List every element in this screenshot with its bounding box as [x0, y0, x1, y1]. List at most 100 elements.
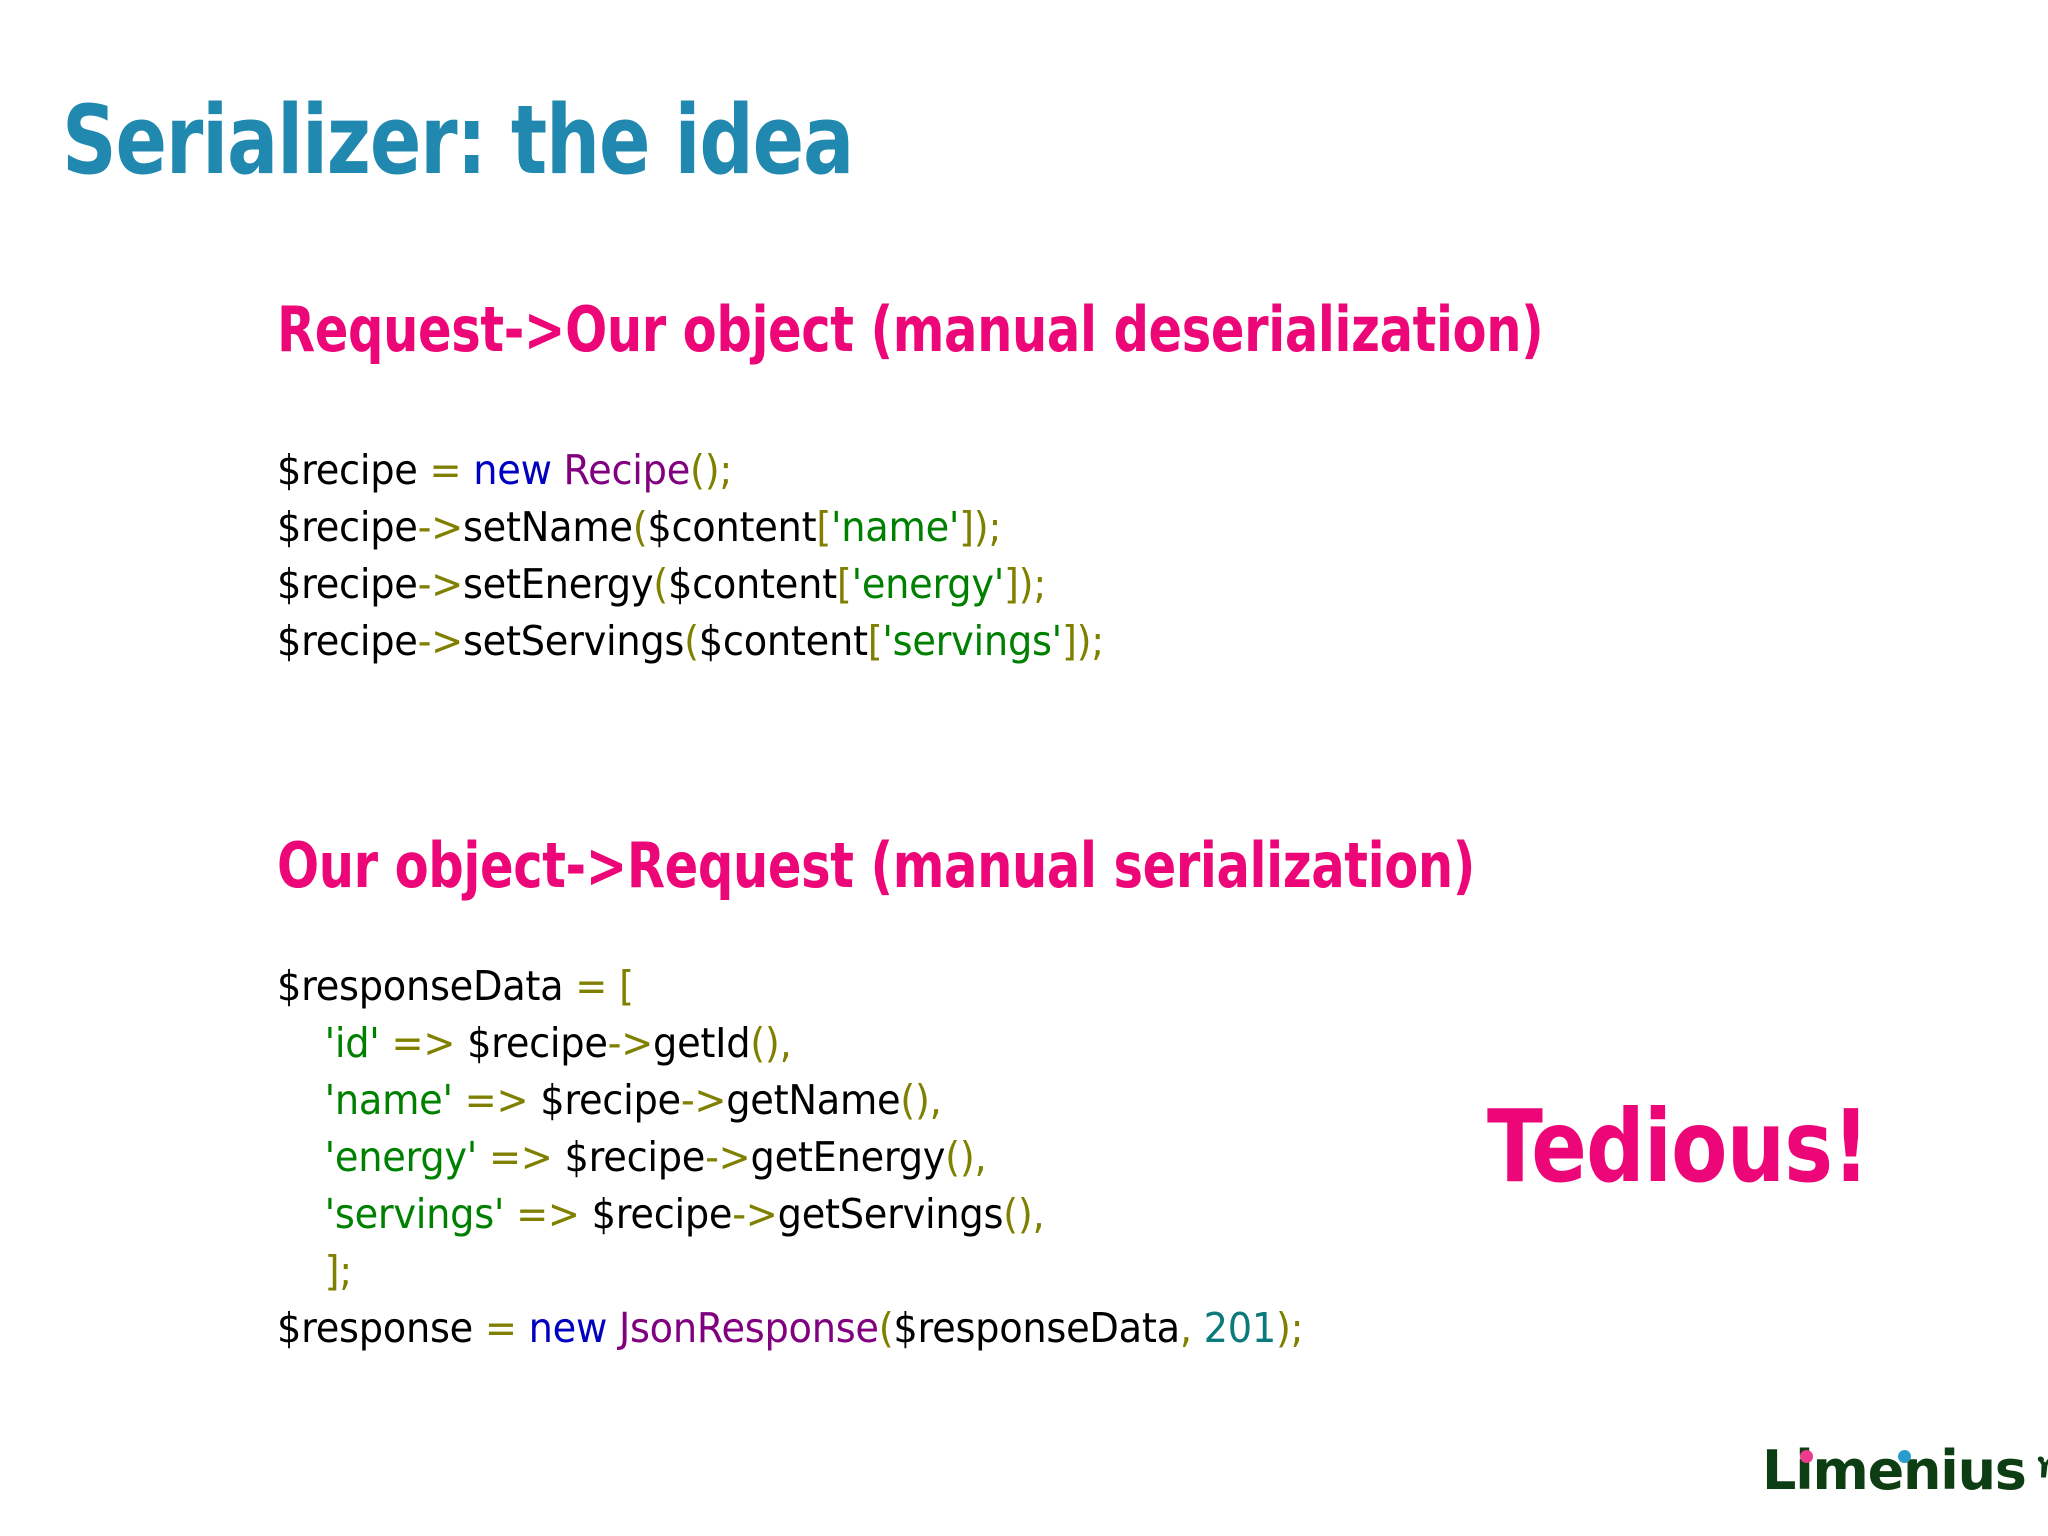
code-token: 'energy' [851, 560, 1005, 608]
code-token: 'id' [324, 1019, 380, 1067]
tedious-callout: Tedious! [1487, 1088, 1870, 1205]
code-token: $content [698, 617, 868, 665]
code-token: => [464, 1076, 529, 1124]
code-line: 'energy' => $recipe->getEnergy(), [277, 1129, 1303, 1186]
code-token: -> [417, 503, 464, 551]
code-token: 'name' [831, 503, 960, 551]
code-token: (); [690, 446, 733, 494]
code-line: 'name' => $recipe->getName(), [277, 1072, 1303, 1129]
code-token: -> [732, 1190, 778, 1238]
page-title: Serializer: the idea [62, 85, 854, 196]
code-token [277, 1076, 325, 1124]
code-token: -> [680, 1076, 727, 1124]
code-line: 'id' => $recipe->getId(), [277, 1015, 1303, 1072]
code-token: 'servings' [882, 617, 1062, 665]
code-token: $response [277, 1304, 485, 1352]
code-token [1192, 1304, 1204, 1352]
code-token: 'energy' [324, 1133, 478, 1181]
code-token: -> [705, 1133, 751, 1181]
code-token: $content [667, 560, 837, 608]
code-line: $recipe = new Recipe(); [277, 442, 1104, 499]
code-token: , [1179, 1304, 1192, 1352]
code-token: $recipe [277, 617, 418, 665]
code-token: => [391, 1019, 456, 1067]
code-token: ( [653, 560, 668, 608]
code-line: $recipe->setEnergy($content['energy']); [277, 556, 1104, 613]
code-token: getEnergy [750, 1133, 946, 1181]
code-token: = [575, 962, 608, 1010]
code-token: new [528, 1304, 608, 1352]
code-token: => [488, 1133, 553, 1181]
code-token: $responseData [893, 1304, 1180, 1352]
code-token: $recipe [277, 446, 430, 494]
code-line: $recipe->setServings($content['servings'… [277, 613, 1104, 670]
code-token: = [484, 1304, 517, 1352]
code-token: $recipe [579, 1190, 733, 1238]
code-token: setEnergy [462, 560, 654, 608]
code-token [380, 1019, 392, 1067]
limenius-wordmark: Limenius [1762, 1439, 2027, 1502]
code-token: ); [1275, 1304, 1304, 1352]
code-line: $responseData = [ [277, 958, 1303, 1015]
code-token [477, 1133, 489, 1181]
code-token: ]; [324, 1247, 353, 1295]
code-token: new [473, 446, 552, 494]
code-token: (), [945, 1133, 987, 1181]
code-token: $recipe [552, 1133, 706, 1181]
code-token: setServings [462, 617, 685, 665]
code-token [453, 1076, 465, 1124]
section-heading-serialization: Our object->Request (manual serializatio… [277, 829, 1476, 902]
code-token: = [429, 446, 462, 494]
code-line: $response = new JsonResponse($responseDa… [277, 1300, 1304, 1357]
code-block-serialization: $responseData = [ 'id' => $recipe->getId… [277, 958, 1304, 1357]
code-token: -> [417, 617, 464, 665]
code-token: $recipe [455, 1019, 608, 1067]
code-token [552, 446, 564, 494]
code-token: $recipe [277, 560, 418, 608]
code-token: JsonResponse [618, 1304, 879, 1352]
code-token: 201 [1203, 1304, 1277, 1352]
code-token: ( [684, 617, 699, 665]
code-token [504, 1190, 516, 1238]
code-line: $recipe->setName($content['name']); [277, 499, 1104, 556]
code-token: (), [750, 1019, 792, 1067]
code-token: $recipe [528, 1076, 681, 1124]
code-token [277, 1019, 325, 1067]
code-token: (), [900, 1076, 942, 1124]
limenius-dot-pink-icon [1800, 1450, 1813, 1463]
code-token: ]); [1061, 617, 1104, 665]
code-token: 'servings' [324, 1190, 505, 1238]
code-token: $responseData [277, 962, 576, 1010]
code-token: (), [1003, 1190, 1045, 1238]
code-token: -> [607, 1019, 654, 1067]
code-token [461, 446, 473, 494]
code-token [277, 1190, 325, 1238]
boar-icon [2037, 1456, 2048, 1478]
code-token: [ [867, 617, 883, 665]
code-token: getServings [777, 1190, 1004, 1238]
limenius-logo: Limenius [1762, 1442, 2048, 1500]
code-token [277, 1133, 325, 1181]
code-token: => [516, 1190, 580, 1238]
code-token: ]); [1003, 560, 1046, 608]
code-token [607, 1304, 619, 1352]
code-line: ]; [277, 1243, 1303, 1300]
code-token: [ [816, 503, 832, 551]
limenius-dot-blue-icon [1898, 1450, 1911, 1463]
section-heading-deserialization: Request->Our object (manual deserializat… [277, 293, 1544, 366]
code-token: $content [647, 503, 817, 551]
code-token: [ [619, 962, 634, 1010]
code-token: $recipe [277, 503, 418, 551]
code-token [277, 1247, 325, 1295]
code-line: 'servings' => $recipe->getServings(), [277, 1186, 1303, 1243]
code-token: setName [462, 503, 633, 551]
code-token: getName [726, 1076, 901, 1124]
limenius-wordmark-text: Limenius [1762, 1439, 2027, 1502]
code-token: [ [836, 560, 852, 608]
code-token [607, 962, 619, 1010]
code-token: ( [878, 1304, 894, 1352]
code-block-deserialization: $recipe = new Recipe();$recipe->setName(… [277, 442, 1104, 670]
code-token: ]); [959, 503, 1002, 551]
code-token: -> [417, 560, 464, 608]
